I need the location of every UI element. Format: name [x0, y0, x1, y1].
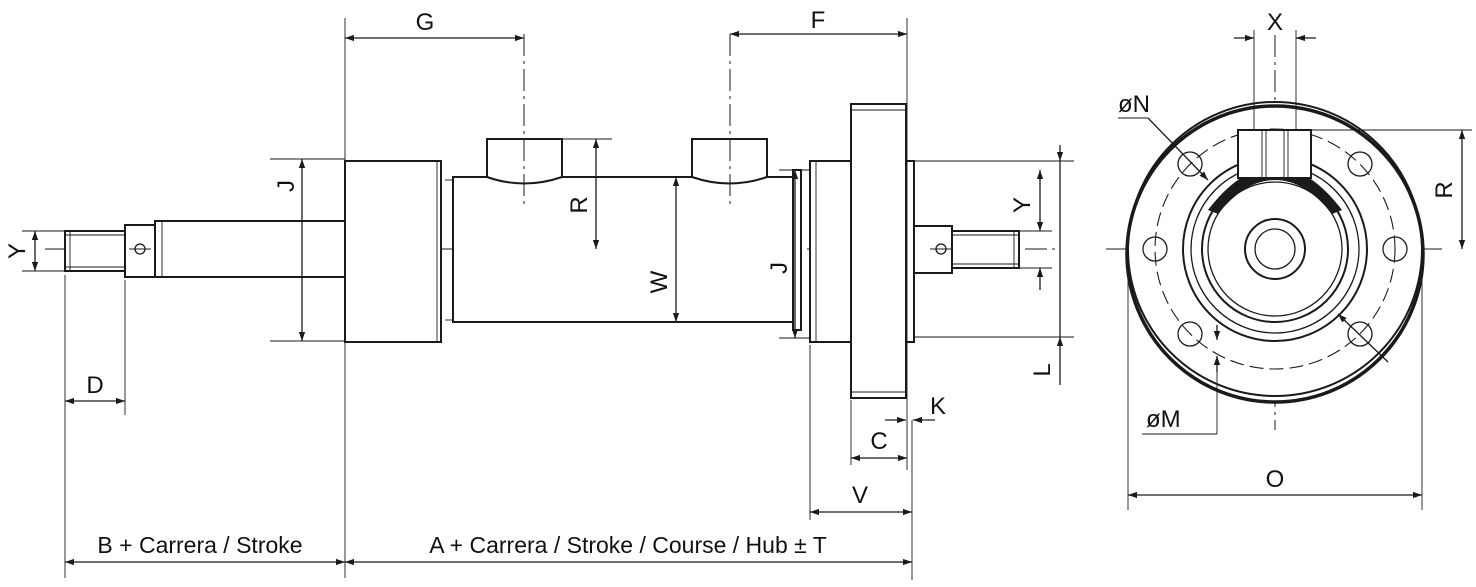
label-K: K	[930, 393, 946, 420]
label-W: W	[646, 270, 673, 293]
label-R-front: R	[1431, 181, 1458, 198]
label-O: O	[1266, 466, 1285, 493]
label-F: F	[811, 7, 826, 34]
side-dimensions: G F J R W J Y Y	[4, 7, 1074, 580]
barrel	[452, 176, 794, 323]
barrel-collar	[792, 169, 802, 331]
bolt-hole	[1142, 236, 1168, 262]
piston-rod	[154, 220, 346, 278]
left-pin-block	[124, 224, 156, 278]
label-V: V	[852, 482, 868, 509]
bolt-hole	[1382, 236, 1408, 262]
bolt-hole	[1177, 321, 1203, 347]
label-R-side: R	[566, 196, 593, 213]
front-port-block	[1237, 129, 1312, 179]
side-view	[45, 34, 1060, 399]
left-thread	[64, 230, 126, 272]
label-M: øM	[1146, 406, 1181, 433]
label-J-left: J	[273, 180, 300, 192]
bolt-hole	[1347, 151, 1373, 177]
flange	[850, 103, 907, 399]
label-N: øN	[1118, 91, 1150, 118]
label-B-stroke: B + Carrera / Stroke	[97, 532, 302, 558]
label-L: L	[1029, 363, 1056, 376]
rod-end-circle	[1244, 218, 1306, 280]
label-Y-left: Y	[4, 243, 31, 259]
port-left	[486, 138, 563, 185]
label-D: D	[86, 372, 103, 399]
rear-cap	[344, 160, 442, 343]
bolt-hole	[1177, 151, 1203, 177]
label-C: C	[870, 428, 887, 455]
label-X: X	[1267, 9, 1283, 36]
port-right	[691, 138, 768, 185]
right-thread	[951, 230, 1020, 269]
bolt-hole	[1347, 321, 1373, 347]
front-dimensions: X øN R øM O	[1118, 9, 1472, 510]
label-A-stroke: A + Carrera / Stroke / Course / Hub ± T	[429, 532, 827, 558]
label-G: G	[416, 9, 435, 36]
front-view	[1106, 30, 1442, 430]
label-Y-right: Y	[1009, 197, 1036, 213]
label-J-right: J	[766, 262, 793, 274]
